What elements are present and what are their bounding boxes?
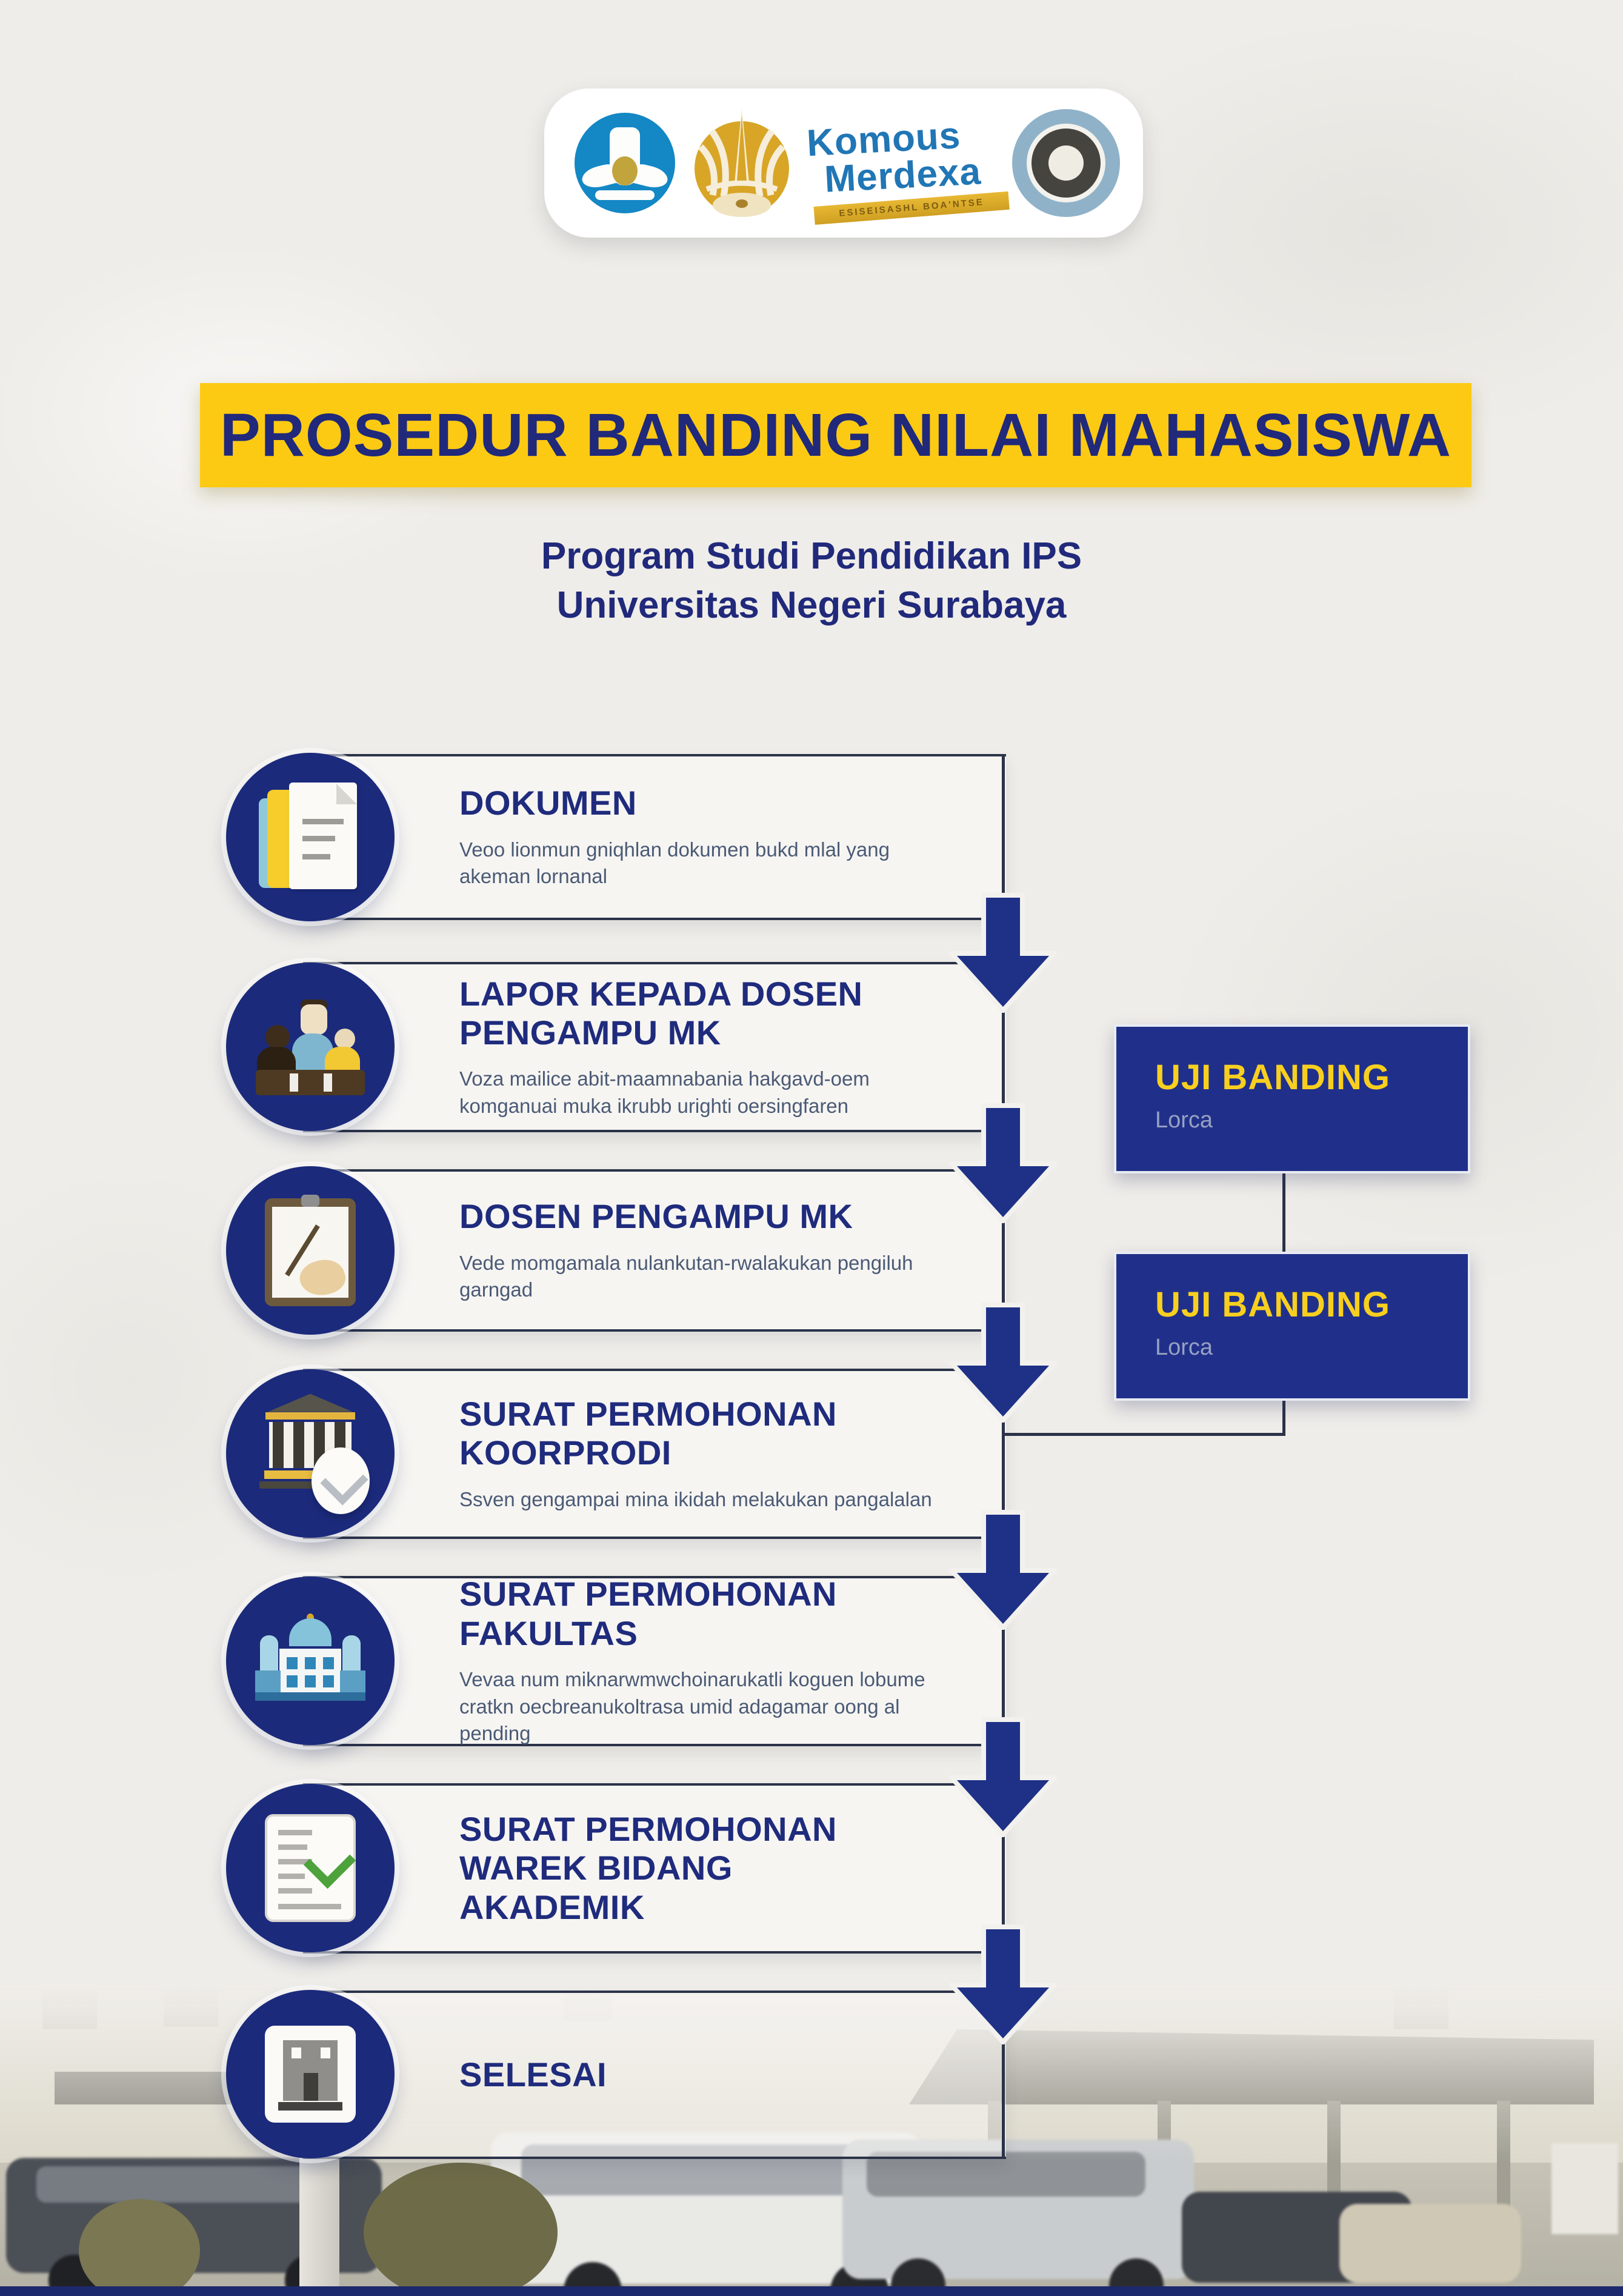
step-circle-warek	[226, 1784, 395, 1952]
kampus-merdeka-wordmark-logo: Komous Merdexa ESISEISASHL BOA'NTSE	[806, 115, 1023, 229]
people-icon	[256, 998, 365, 1095]
bank-building-icon	[256, 1392, 370, 1516]
uji-banding-box-1: UJI BANDING Lorca	[1114, 1024, 1470, 1173]
subtitle: Program Studi Pendidikan IPS Universitas…	[0, 532, 1623, 630]
step-title: SURAT PERMOHONAN FAKULTAS	[459, 1575, 837, 1652]
uji-banding-subtitle: Lorca	[1155, 1335, 1213, 1360]
down-arrow	[949, 1103, 1057, 1223]
uji-banding-box-2: UJI BANDING Lorca	[1114, 1252, 1470, 1401]
step-title: SELESAI	[459, 2055, 607, 2094]
step-body: Veoo lionmun gniqhlan dokumen bukd mlal …	[459, 838, 890, 888]
aperture-circle-logo	[1012, 109, 1120, 217]
step-title: SURAT PERMOHONAN KOORPRODI	[459, 1394, 837, 1472]
connector-uji2-down	[1282, 1398, 1285, 1435]
wordmark-line2: Merdexa	[823, 150, 982, 201]
step-box-fakultas: SURAT PERMOHONAN FAKULTAS Vevaa num mikn…	[303, 1575, 1006, 1746]
bottom-bar	[0, 2286, 1623, 2296]
title-banner: PROSEDUR BANDING NILAI MAHASISWA	[200, 383, 1471, 487]
uji-banding-subtitle: Lorca	[1155, 1107, 1213, 1133]
step-box-lapor-dosen: LAPOR KEPADA DOSEN PENGAMPU MK Voza mail…	[303, 962, 1006, 1132]
clipboard-icon	[265, 1194, 356, 1307]
flow-line	[1002, 754, 1005, 2159]
connector-uji2-to-flow	[1003, 1433, 1285, 1436]
step-box-dosen-pengampu: DOSEN PENGAMPU MK Vede momgamala nulanku…	[303, 1169, 1006, 1332]
step-box-koorprodi: SURAT PERMOHONAN KOORPRODI Ssven gengamp…	[303, 1369, 1006, 1539]
down-arrow	[949, 1717, 1057, 1837]
down-arrow	[949, 893, 1057, 1013]
document-icon	[259, 783, 362, 892]
down-arrow	[949, 1303, 1057, 1423]
step-circle-dosen-pengampu	[226, 1166, 395, 1335]
step-title: DOSEN PENGAMPU MK	[459, 1197, 853, 1236]
step-box-warek: SURAT PERMOHONAN WAREK BIDANG AKADEMIK	[303, 1783, 1006, 1954]
subtitle-line1: Program Studi Pendidikan IPS	[541, 535, 1082, 577]
step-box-selesai: SELESAI	[303, 1991, 1006, 2159]
step-body: Voza mailice abit-maamnabania hakgavd-oe…	[459, 1067, 870, 1117]
subtitle-line2: Universitas Negeri Surabaya	[556, 584, 1067, 626]
step-circle-lapor-dosen	[226, 963, 395, 1131]
step-circle-fakultas	[226, 1577, 395, 1745]
unesa-gold-emblem-logo	[695, 108, 789, 217]
step-title: DOKUMEN	[459, 784, 637, 823]
down-arrow	[949, 1924, 1057, 2044]
uji-banding-title: UJI BANDING	[1155, 1058, 1391, 1097]
step-circle-dokumen	[226, 753, 395, 921]
campus-building-icon	[255, 1614, 365, 1703]
building-door-icon	[265, 2026, 356, 2123]
logo-strip: Komous Merdexa ESISEISASHL BOA'NTSE	[544, 88, 1143, 238]
kemendikbud-emblem-logo	[575, 113, 675, 213]
step-title: LAPOR KEPADA DOSEN PENGAMPU MK	[459, 974, 863, 1052]
page-title: PROSEDUR BANDING NILAI MAHASISWA	[219, 401, 1452, 469]
step-circle-koorprodi	[226, 1369, 395, 1538]
uji-banding-title: UJI BANDING	[1155, 1285, 1391, 1324]
step-title: SURAT PERMOHONAN WAREK BIDANG AKADEMIK	[459, 1809, 837, 1926]
step-circle-selesai	[226, 1990, 395, 2158]
checklist-icon	[265, 1814, 356, 1922]
step-body: Vede momgamala nulankutan-rwalakukan pen…	[459, 1251, 913, 1301]
step-box-dokumen: DOKUMEN Veoo lionmun gniqhlan dokumen bu…	[303, 754, 1006, 920]
step-body: Ssven gengampai mina ikidah melakukan pa…	[459, 1487, 932, 1510]
down-arrow	[949, 1510, 1057, 1630]
step-body: Vevaa num miknarwmwchoinarukatli koguen …	[459, 1668, 925, 1745]
connector-uji1-uji2	[1282, 1173, 1285, 1253]
